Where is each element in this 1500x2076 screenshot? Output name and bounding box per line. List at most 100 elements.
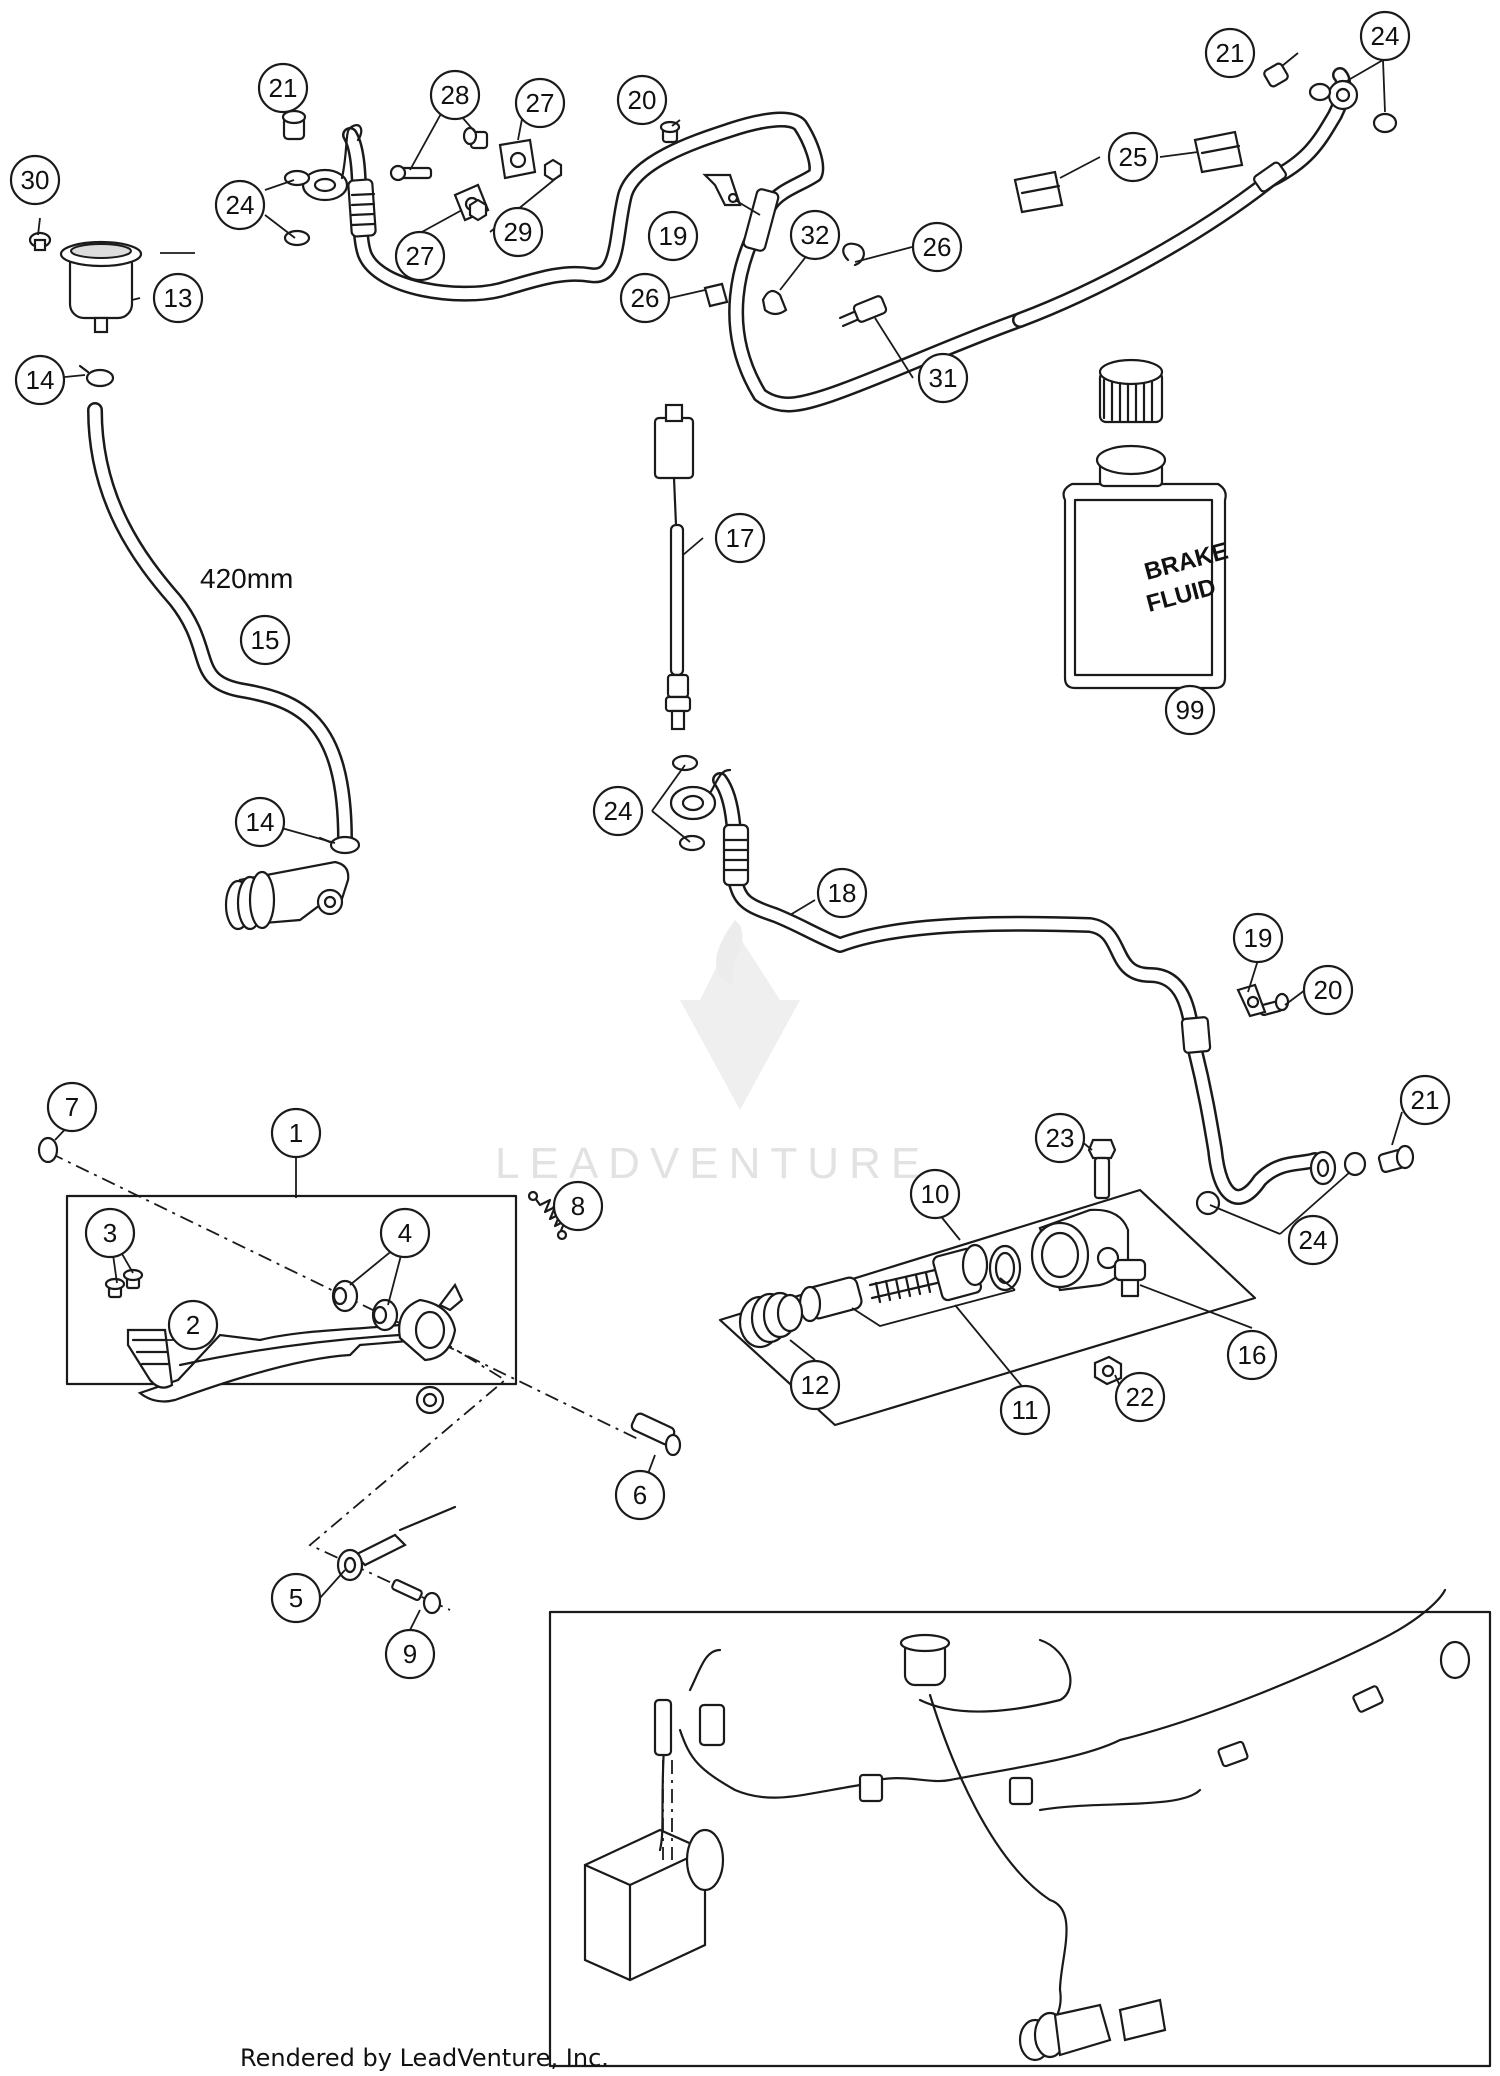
brake-fluid-can: BRAKE FLUID: [1062, 358, 1231, 690]
callout-8: 8: [552, 1180, 604, 1232]
svg-text:18: 18: [828, 878, 857, 908]
svg-text:10: 10: [921, 1179, 950, 1209]
callout-17: 17: [714, 512, 766, 564]
callout-22: 22: [1114, 1371, 1166, 1423]
reservoir-hose: 420mm: [87, 402, 353, 848]
svg-text:26: 26: [631, 283, 660, 313]
callout-26-right: 26: [911, 221, 963, 273]
watermark: LEADVENTURE: [495, 920, 930, 1188]
svg-text:17: 17: [726, 523, 755, 553]
svg-text:19: 19: [1244, 923, 1273, 953]
callout-26-left: 26: [619, 272, 671, 324]
banjo-bolts-21: [281, 62, 1415, 1174]
callout-9: 9: [384, 1628, 436, 1680]
svg-text:6: 6: [633, 1480, 647, 1510]
footer-credit: Rendered by LeadVenture, Inc.: [240, 2044, 609, 2072]
clamp-14-top: [78, 364, 115, 388]
master-cylinder-left: [224, 860, 350, 931]
brake-hose-18: [669, 768, 1337, 1205]
callout-32: 32: [789, 209, 841, 261]
svg-text:14: 14: [26, 365, 55, 395]
callout-10: 10: [909, 1168, 961, 1220]
svg-text:5: 5: [289, 1583, 303, 1613]
grommet-32: [761, 289, 788, 316]
callout-12: 12: [789, 1359, 841, 1411]
svg-text:11: 11: [1012, 1395, 1039, 1425]
svg-text:25: 25: [1119, 142, 1148, 172]
callout-18: 18: [816, 867, 868, 919]
svg-text:8: 8: [571, 1191, 585, 1221]
callout-11: 11: [999, 1384, 1051, 1436]
svg-text:9: 9: [403, 1639, 417, 1669]
callout-27-bottom: 27: [394, 230, 446, 282]
svg-text:27: 27: [526, 88, 555, 118]
svg-text:21: 21: [1216, 38, 1245, 68]
svg-text:4: 4: [398, 1218, 412, 1248]
callout-14-bottom: 14: [234, 796, 286, 848]
svg-text:28: 28: [441, 80, 470, 110]
svg-text:12: 12: [801, 1370, 830, 1400]
clamp-14-bottom: [318, 835, 361, 855]
callout-3: 3: [84, 1207, 136, 1259]
callout-6: 6: [614, 1469, 666, 1521]
svg-text:21: 21: [269, 73, 298, 103]
svg-text:24: 24: [1371, 21, 1400, 51]
svg-text:19: 19: [659, 221, 688, 251]
svg-text:14: 14: [246, 807, 275, 837]
svg-text:30: 30: [21, 165, 50, 195]
svg-text:29: 29: [504, 217, 533, 247]
callout-27-top: 27: [514, 77, 566, 129]
svg-text:16: 16: [1238, 1340, 1267, 1370]
svg-text:24: 24: [1299, 1225, 1328, 1255]
callout-19-top: 19: [647, 210, 699, 262]
callout-14-top: 14: [14, 354, 66, 406]
clamps-25: [1013, 130, 1244, 214]
callout-20-bottom: 20: [1302, 964, 1354, 1016]
svg-text:27: 27: [406, 241, 435, 271]
reservoir: [59, 240, 143, 334]
svg-text:1: 1: [289, 1118, 303, 1148]
svg-text:99: 99: [1176, 695, 1205, 725]
callout-30: 30: [9, 154, 61, 206]
callout-7: 7: [46, 1081, 98, 1133]
screw-30: [28, 231, 52, 252]
hose-length-label: 420mm: [200, 563, 293, 594]
callout-24-top-left: 24: [214, 179, 266, 231]
callout-13: 13: [152, 272, 204, 324]
callout-4: 4: [379, 1207, 431, 1259]
svg-text:31: 31: [929, 363, 958, 393]
svg-text:32: 32: [801, 220, 830, 250]
svg-text:15: 15: [251, 625, 280, 655]
svg-text:22: 22: [1126, 1382, 1155, 1412]
callout-21-top-right: 21: [1204, 27, 1256, 79]
sensor-17: [653, 403, 695, 731]
callout-1: 1: [270, 1107, 322, 1159]
svg-text:24: 24: [604, 796, 633, 826]
callout-21-right: 21: [1399, 1074, 1451, 1126]
inset-overview: [548, 1588, 1492, 2068]
svg-text:21: 21: [1411, 1085, 1440, 1115]
callout-29: 29: [492, 206, 544, 258]
callout-20-top: 20: [616, 74, 668, 126]
svg-text:20: 20: [628, 85, 657, 115]
watermark-text: LEADVENTURE: [495, 1139, 930, 1188]
svg-text:23: 23: [1046, 1123, 1075, 1153]
svg-text:26: 26: [923, 232, 952, 262]
callout-31: 31: [917, 352, 969, 404]
svg-text:20: 20: [1314, 975, 1343, 1005]
nut-22: [1093, 1355, 1123, 1386]
callout-28: 28: [429, 69, 481, 121]
svg-text:3: 3: [103, 1218, 117, 1248]
clamp-block-27-28-29: [389, 126, 563, 222]
upper-brake-line: [301, 67, 1359, 413]
callout-24-middle: 24: [592, 785, 644, 837]
callout-21-top-left: 21: [257, 62, 309, 114]
callout-5: 5: [270, 1572, 322, 1624]
svg-text:13: 13: [164, 283, 193, 313]
pedal-assembly: [37, 1136, 682, 1615]
svg-text:7: 7: [65, 1092, 79, 1122]
callout-2: 2: [167, 1299, 219, 1351]
callout-16: 16: [1226, 1329, 1278, 1381]
svg-text:2: 2: [186, 1310, 200, 1340]
